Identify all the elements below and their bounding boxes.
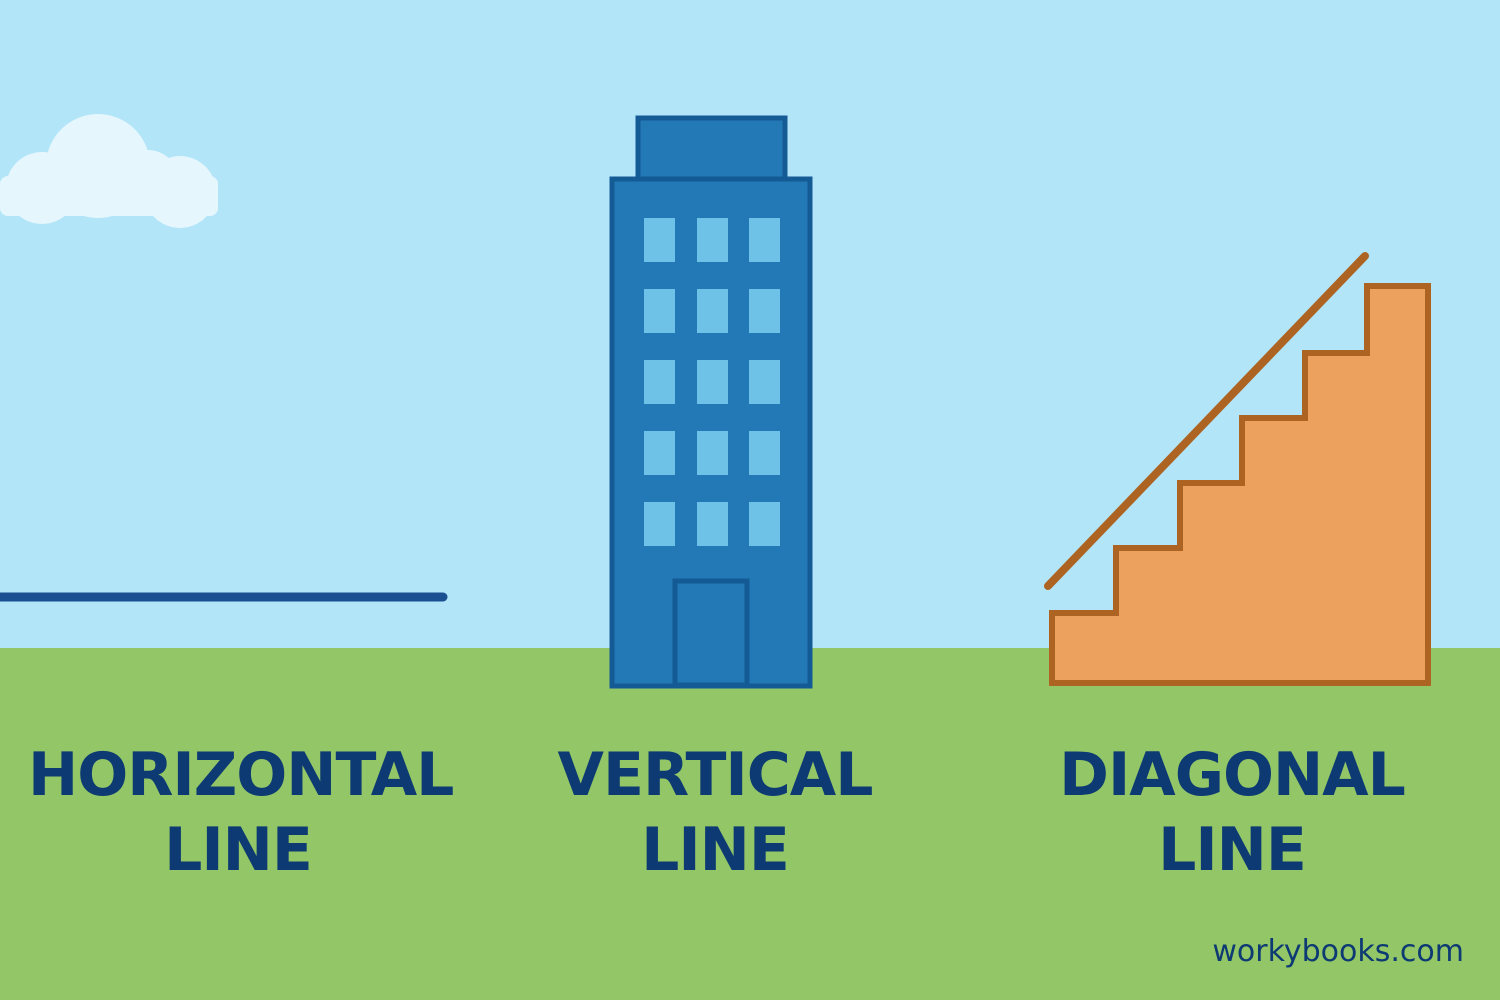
building-window bbox=[749, 431, 780, 475]
diagonal-handrail-line bbox=[1044, 252, 1369, 590]
building-window bbox=[749, 218, 780, 262]
building-window bbox=[697, 502, 728, 546]
building-window bbox=[697, 431, 728, 475]
caption-diagonal-line-word: LINE bbox=[1158, 815, 1307, 885]
office-building-icon bbox=[609, 115, 813, 689]
caption-diagonal-line: DIAGONAL LINE bbox=[1022, 738, 1442, 888]
building-window bbox=[644, 360, 675, 404]
site-watermark: workybooks.com bbox=[1212, 934, 1464, 969]
building-window bbox=[697, 218, 728, 262]
building-window bbox=[697, 289, 728, 333]
caption-vertical-line-word: LINE bbox=[641, 815, 790, 885]
building-window bbox=[644, 431, 675, 475]
caption-horizontal-line: HORIZONTAL LINE bbox=[28, 738, 454, 888]
building-window bbox=[749, 502, 780, 546]
building-window bbox=[644, 289, 675, 333]
building-window bbox=[644, 218, 675, 262]
cloud-icon bbox=[0, 114, 218, 228]
building-window bbox=[749, 360, 780, 404]
caption-horizontal-line-word: LINE bbox=[164, 815, 313, 885]
caption-vertical-line: VERTICAL LINE bbox=[505, 738, 925, 888]
staircase-steps bbox=[1049, 283, 1431, 686]
building-window bbox=[749, 289, 780, 333]
staircase-with-handrail-icon bbox=[1044, 252, 1431, 686]
building-window bbox=[697, 360, 728, 404]
caption-vertical-word: VERTICAL bbox=[557, 740, 874, 810]
building-door bbox=[672, 578, 750, 688]
building-roof bbox=[635, 115, 788, 185]
grass-ground bbox=[0, 648, 1500, 1000]
building-window bbox=[644, 502, 675, 546]
caption-diagonal-word: DIAGONAL bbox=[1059, 740, 1406, 810]
building-windows bbox=[644, 218, 780, 546]
caption-horizontal-word: HORIZONTAL bbox=[28, 740, 454, 810]
